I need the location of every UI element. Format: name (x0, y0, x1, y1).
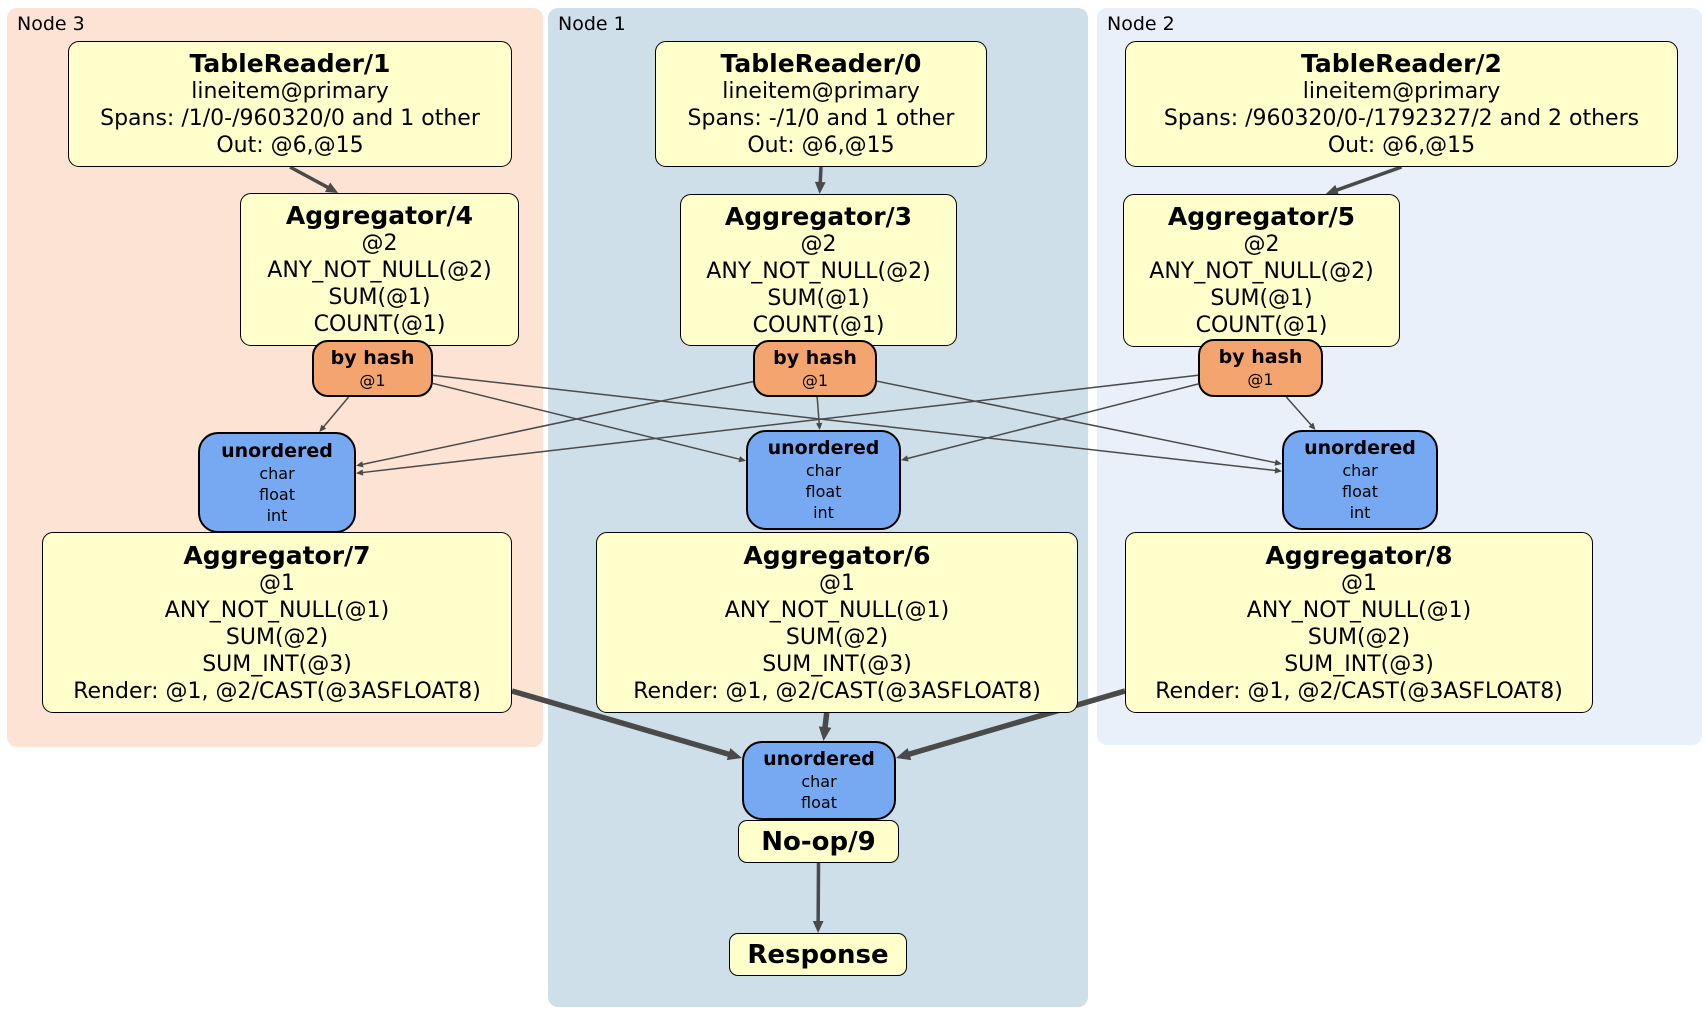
box-line: SUM(@2) (785, 624, 889, 650)
sync-title: unordered (763, 748, 875, 770)
box-line: @1 (259, 570, 295, 596)
sync-line: int (266, 505, 288, 525)
router-line: @1 (1247, 370, 1274, 389)
box-line: @1 (819, 570, 855, 596)
box-line: Out: @6,@15 (747, 133, 895, 158)
box-line: ANY_NOT_NULL(@1) (1246, 597, 1472, 623)
box-title: TableReader/2 (1301, 49, 1502, 78)
sync-line: float (259, 484, 295, 504)
sync-line: float (805, 482, 842, 501)
sync-line: int (1349, 503, 1371, 522)
box-aggregator-6: Aggregator/6 @1 ANY_NOT_NULL(@1) SUM(@2)… (596, 532, 1078, 713)
box-line: @2 (800, 231, 837, 257)
box-aggregator-3: Aggregator/3 @2 ANY_NOT_NULL(@2) SUM(@1)… (680, 194, 957, 346)
box-aggregator-8: Aggregator/8 @1 ANY_NOT_NULL(@1) SUM(@2)… (1125, 532, 1593, 713)
sync-line: char (801, 772, 837, 791)
box-aggregator-5: Aggregator/5 @2 ANY_NOT_NULL(@2) SUM(@1)… (1123, 194, 1400, 347)
box-title: TableReader/1 (189, 49, 391, 78)
box-title: No-op/9 (761, 826, 876, 857)
box-line: Out: @6,@15 (216, 133, 364, 158)
sync-unordered-node3: unordered char float int (198, 432, 356, 533)
sync-line: int (813, 503, 834, 522)
box-line: COUNT(@1) (313, 312, 446, 337)
box-aggregator-4: Aggregator/4 @2 ANY_NOT_NULL(@2) SUM(@1)… (240, 193, 519, 346)
box-line: SUM_INT(@3) (1284, 651, 1434, 677)
sync-title: unordered (221, 439, 333, 462)
box-line: SUM_INT(@3) (202, 651, 352, 677)
box-title: Aggregator/5 (1167, 202, 1356, 231)
box-line: COUNT(@1) (752, 312, 885, 338)
box-line: Spans: /1/0-/960320/0 and 1 other (100, 106, 480, 131)
box-line: Out: @6,@15 (1327, 133, 1476, 158)
box-title: TableReader/0 (720, 49, 922, 78)
sync-unordered-node1: unordered char float int (746, 430, 901, 530)
router-line: @1 (359, 370, 386, 390)
box-line: @2 (1243, 232, 1280, 257)
panel-node1-label: Node 1 (558, 13, 626, 35)
box-line: SUM(@2) (1307, 624, 1411, 650)
box-line: SUM_INT(@3) (762, 651, 912, 677)
box-title: Aggregator/7 (183, 540, 371, 570)
box-line: SUM(@2) (225, 624, 329, 650)
box-response: Response (729, 933, 907, 976)
box-line: ANY_NOT_NULL(@1) (164, 597, 390, 623)
box-line: @1 (1341, 570, 1377, 596)
box-title: Aggregator/8 (1265, 540, 1453, 570)
sync-title: unordered (1304, 437, 1416, 459)
box-title: Aggregator/3 (724, 201, 913, 231)
box-title: Aggregator/6 (743, 540, 931, 570)
box-tablereader-1: TableReader/1 lineitem@primary Spans: /1… (68, 41, 512, 167)
router-by-hash-node2: by hash @1 (1198, 339, 1323, 397)
box-line: ANY_NOT_NULL(@2) (1149, 259, 1374, 284)
box-tablereader-2: TableReader/2 lineitem@primary Spans: /9… (1125, 41, 1678, 167)
box-line: @2 (361, 231, 398, 256)
sync-unordered-final: unordered char float (742, 741, 896, 820)
box-line: Render: @1, @2/CAST(@3ASFLOAT8) (633, 678, 1041, 704)
box-noop-9: No-op/9 (738, 820, 899, 863)
box-line: ANY_NOT_NULL(@1) (724, 597, 950, 623)
sync-unordered-node2: unordered char float int (1282, 430, 1438, 530)
box-title: Aggregator/4 (285, 201, 474, 230)
box-line: lineitem@primary (191, 79, 389, 104)
box-aggregator-7: Aggregator/7 @1 ANY_NOT_NULL(@1) SUM(@2)… (42, 532, 512, 713)
box-line: ANY_NOT_NULL(@2) (706, 258, 931, 284)
box-line: ANY_NOT_NULL(@2) (267, 258, 492, 283)
router-title: by hash (330, 346, 415, 369)
router-by-hash-node3: by hash @1 (312, 340, 433, 397)
panel-node2-label: Node 2 (1107, 13, 1175, 35)
box-tablereader-0: TableReader/0 lineitem@primary Spans: -/… (655, 41, 987, 167)
sync-line: char (805, 461, 842, 480)
sync-line: float (801, 793, 837, 812)
box-line: SUM(@1) (1210, 286, 1313, 311)
box-line: Spans: /960320/0-/1792327/2 and 2 others (1163, 106, 1640, 131)
box-line: lineitem@primary (1302, 79, 1501, 104)
sync-line: float (1342, 482, 1378, 501)
box-line: COUNT(@1) (1195, 313, 1328, 338)
box-line: SUM(@1) (767, 285, 870, 311)
box-line: lineitem@primary (722, 79, 920, 104)
sync-line: char (259, 463, 295, 483)
box-title: Response (747, 939, 889, 970)
router-title: by hash (773, 346, 857, 369)
box-line: Spans: -/1/0 and 1 other (687, 106, 955, 131)
sync-title: unordered (767, 437, 880, 459)
box-line: Render: @1, @2/CAST(@3ASFLOAT8) (73, 678, 481, 704)
router-title: by hash (1218, 346, 1303, 368)
sync-line: char (1342, 461, 1378, 480)
box-line: Render: @1, @2/CAST(@3ASFLOAT8) (1155, 678, 1563, 704)
router-by-hash-node1: by hash @1 (753, 340, 877, 397)
box-line: SUM(@1) (328, 285, 431, 310)
panel-node3-label: Node 3 (17, 13, 85, 35)
router-line: @1 (801, 370, 829, 390)
